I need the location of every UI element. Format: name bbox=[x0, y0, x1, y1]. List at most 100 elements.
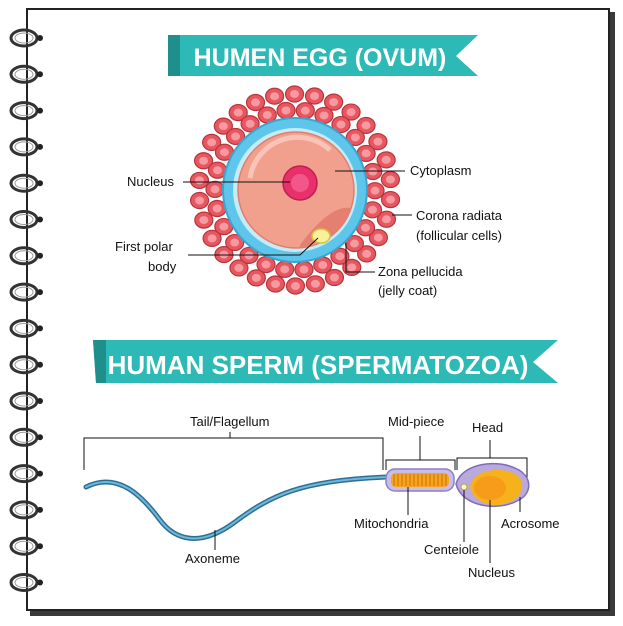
label-zona-1: Zona pellucida bbox=[378, 264, 463, 279]
binding-hole bbox=[37, 398, 43, 404]
follicular-cell-nucleus bbox=[319, 111, 329, 120]
follicular-cell-nucleus bbox=[370, 186, 380, 195]
label-acrosome: Acrosome bbox=[501, 516, 560, 531]
follicular-cell-nucleus bbox=[368, 167, 378, 176]
follicular-cell-nucleus bbox=[280, 265, 290, 274]
mitochondria-stripes bbox=[393, 474, 447, 486]
follicular-cell-nucleus bbox=[300, 106, 310, 115]
follicular-cell-nucleus bbox=[385, 175, 395, 184]
sperm-illustration bbox=[83, 462, 530, 541]
label-cytoplasm: Cytoplasm bbox=[410, 163, 471, 178]
follicular-cell-nucleus bbox=[381, 215, 391, 224]
follicular-cell-nucleus bbox=[194, 176, 204, 185]
binding-hole bbox=[37, 180, 43, 187]
follicular-cell-nucleus bbox=[362, 249, 372, 258]
binding-hole bbox=[37, 506, 43, 513]
follicular-cell-nucleus bbox=[347, 263, 357, 272]
spiral-ring-highlight bbox=[14, 540, 34, 552]
binding-hole bbox=[37, 434, 43, 441]
spiral-ring-highlight bbox=[14, 322, 34, 334]
follicular-cell-nucleus bbox=[219, 222, 229, 231]
label-zona-2: (jelly coat) bbox=[378, 283, 437, 298]
follicular-cell-nucleus bbox=[281, 106, 291, 115]
label-sperm-nucleus: Nucleus bbox=[468, 565, 515, 580]
follicular-cell-nucleus bbox=[199, 216, 209, 225]
label-corona-1: Corona radiata bbox=[416, 208, 503, 223]
follicular-cell-nucleus bbox=[231, 132, 241, 141]
sperm-tail-highlight bbox=[85, 476, 389, 540]
spiral-ring-highlight bbox=[14, 577, 34, 588]
sperm-title-banner: HUMAN SPERM (SPERMATOZOA) bbox=[93, 340, 558, 383]
label-midpiece: Mid-piece bbox=[388, 414, 444, 429]
spiral-ring-highlight bbox=[14, 468, 34, 480]
binding-hole bbox=[37, 289, 43, 296]
spiral-ring-highlight bbox=[14, 105, 34, 117]
follicular-cell-nucleus bbox=[299, 265, 309, 274]
label-axoneme: Axoneme bbox=[185, 551, 240, 566]
follicular-cell-nucleus bbox=[368, 205, 378, 214]
follicular-cell-nucleus bbox=[245, 119, 255, 128]
follicular-cell-nucleus bbox=[270, 279, 280, 288]
sperm-title: HUMAN SPERM (SPERMATOZOA) bbox=[108, 350, 529, 380]
follicular-cell-nucleus bbox=[251, 98, 261, 107]
follicular-cell-nucleus bbox=[381, 155, 391, 164]
label-head: Head bbox=[472, 420, 503, 435]
spiral-ring-highlight bbox=[14, 177, 34, 189]
binding-hole bbox=[37, 543, 43, 550]
follicular-cell-nucleus bbox=[219, 148, 229, 157]
bracket-head bbox=[456, 457, 528, 480]
spiral-binding-icon bbox=[9, 28, 43, 592]
spiral-ring-highlight bbox=[14, 68, 34, 80]
follicular-cell-nucleus bbox=[207, 234, 217, 243]
follicular-cell-nucleus bbox=[335, 252, 345, 261]
label-corona-2: (follicular cells) bbox=[416, 228, 502, 243]
binding-hole bbox=[37, 470, 43, 477]
binding-hole bbox=[37, 107, 43, 114]
binding-hole bbox=[37, 579, 43, 586]
follicular-cell-nucleus bbox=[234, 263, 244, 272]
label-centeiole: Centeiole bbox=[424, 542, 479, 557]
follicular-cell-nucleus bbox=[329, 98, 339, 107]
binding-hole bbox=[37, 252, 43, 259]
label-egg-nucleus: Nucleus bbox=[127, 174, 174, 189]
follicular-cell-nucleus bbox=[212, 204, 222, 213]
binding-hole bbox=[37, 35, 43, 41]
binding-hole bbox=[37, 325, 43, 332]
spiral-ring-highlight bbox=[14, 504, 34, 516]
follicular-cell-nucleus bbox=[290, 90, 300, 99]
follicular-cell-nucleus bbox=[212, 166, 222, 175]
follicular-cell-nucleus bbox=[230, 238, 240, 247]
follicular-cell-nucleus bbox=[261, 260, 271, 269]
cytoplasm-highlight bbox=[247, 134, 332, 179]
spiral-ring-highlight bbox=[14, 395, 34, 407]
binding-hole bbox=[37, 143, 43, 150]
pointer-first-polar bbox=[188, 237, 319, 256]
follicular-cell-nucleus bbox=[373, 137, 383, 146]
spiral-ring-highlight bbox=[14, 141, 34, 153]
follicular-cell-nucleus bbox=[210, 185, 220, 194]
label-first-polar-1: First polar bbox=[115, 239, 173, 254]
pointer-zona bbox=[345, 243, 375, 273]
spiral-ring-highlight bbox=[14, 286, 34, 298]
spiral-ring-highlight bbox=[14, 359, 34, 371]
follicular-cell-nucleus bbox=[262, 110, 272, 119]
follicular-cell-nucleus bbox=[373, 233, 383, 242]
follicular-cell-nucleus bbox=[207, 138, 217, 147]
follicular-cell-nucleus bbox=[310, 92, 320, 101]
corona-radiata-cells bbox=[189, 85, 401, 295]
spiral-ring-highlight bbox=[14, 214, 34, 225]
centriole bbox=[460, 483, 468, 491]
follicular-cell-nucleus bbox=[350, 133, 360, 142]
follicular-cell-nucleus bbox=[361, 149, 371, 158]
binding-hole bbox=[37, 361, 43, 368]
follicular-cell-nucleus bbox=[329, 273, 339, 282]
follicular-cell-nucleus bbox=[218, 122, 228, 131]
follicular-cell-nucleus bbox=[251, 273, 261, 282]
follicular-cell-nucleus bbox=[195, 196, 205, 205]
egg-title-banner: HUMEN EGG (OVUM) bbox=[168, 35, 478, 76]
binding-hole bbox=[37, 71, 43, 78]
label-tail: Tail/Flagellum bbox=[190, 414, 269, 429]
follicular-cell-nucleus bbox=[318, 261, 328, 270]
spiral-ring-highlight bbox=[14, 32, 34, 44]
